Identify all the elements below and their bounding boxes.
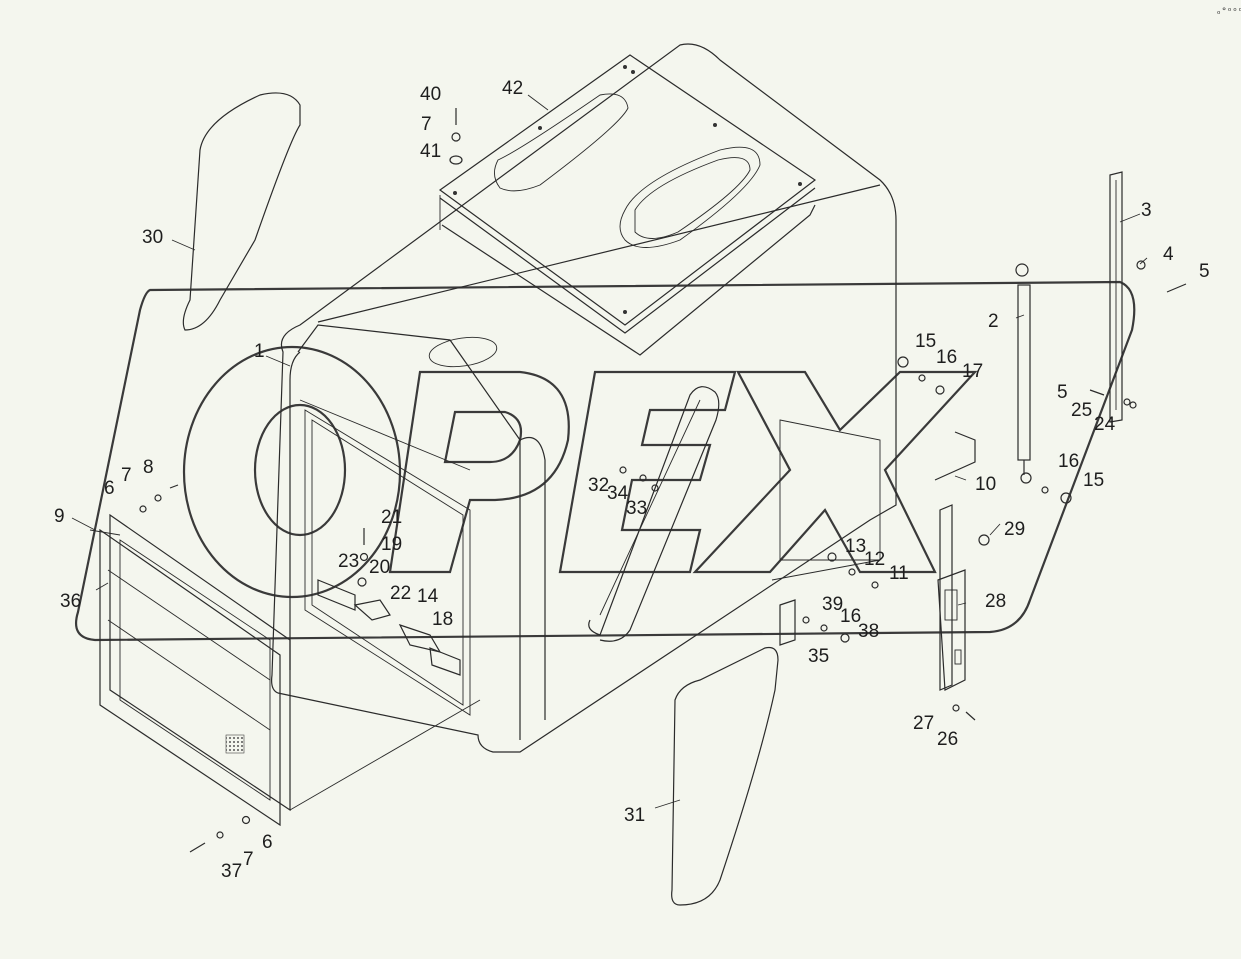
callout-25: 25 (1071, 400, 1092, 421)
callout-5: 5 (1199, 261, 1210, 282)
door-latch (937, 504, 966, 691)
callout-32: 32 (588, 475, 609, 496)
callout-3: 3 (1141, 200, 1152, 221)
callout-16: 16 (1058, 451, 1079, 472)
callout-8: 8 (143, 457, 154, 478)
strut-cylinder (1017, 284, 1031, 461)
speaker-grille (225, 734, 245, 754)
cab-body (271, 43, 897, 753)
callout-16: 16 (936, 347, 957, 368)
callout-1: 1 (254, 341, 265, 362)
callout-24: 24 (1094, 414, 1116, 435)
fasteners (139, 108, 1187, 853)
callout-41: 41 (420, 141, 441, 162)
leader-lines (71, 94, 1148, 809)
callout-29: 29 (1004, 519, 1025, 540)
callout-9: 9 (54, 506, 65, 527)
callout-12: 12 (864, 549, 885, 570)
callout-40: 40 (420, 84, 441, 105)
roof-panel (438, 54, 817, 356)
callout-15: 15 (1083, 470, 1104, 491)
callout-4: 4 (1163, 244, 1174, 265)
hinge-parts (317, 579, 796, 676)
callout-18: 18 (432, 609, 453, 630)
callout-7: 7 (121, 465, 132, 486)
callout-22: 22 (390, 583, 411, 604)
callout-31: 31 (624, 805, 645, 826)
callout-14: 14 (417, 586, 439, 607)
handle (934, 431, 976, 481)
callout-35: 35 (808, 646, 829, 667)
callout-28: 28 (985, 591, 1006, 612)
callout-19: 19 (381, 534, 402, 555)
gas-strut (1015, 263, 1032, 484)
callout-23: 23 (338, 551, 359, 572)
corner-mark: ₒ°ᵒᵒᵒ (1216, 7, 1241, 17)
callout-7: 7 (243, 849, 254, 870)
callout-33: 33 (626, 498, 647, 519)
callout-15: 15 (915, 331, 936, 352)
callout-5: 5 (1057, 382, 1068, 403)
callout-37: 37 (221, 861, 242, 882)
callout-36: 36 (60, 591, 81, 612)
callout-26: 26 (937, 729, 958, 750)
stay-rod (1109, 171, 1123, 423)
callout-11: 11 (889, 563, 909, 584)
callout-6: 6 (104, 478, 115, 499)
callout-13: 13 (845, 536, 866, 557)
callout-17: 17 (962, 361, 983, 382)
callout-42: 42 (502, 78, 523, 99)
grille-31 (671, 646, 779, 906)
callout-6: 6 (262, 832, 273, 853)
callout-38: 38 (858, 621, 879, 642)
callout-39: 39 (822, 594, 843, 615)
grille-30 (182, 92, 301, 331)
callout-2: 2 (988, 311, 999, 332)
callout-30: 30 (142, 227, 163, 248)
callout-34: 34 (607, 483, 629, 504)
callout-21: 21 (381, 507, 402, 528)
callout-labels: 42 40 7 41 30 1 3 4 5 2 15 16 17 5 25 24… (54, 78, 1210, 882)
callout-20: 20 (369, 557, 390, 578)
callout-10: 10 (975, 474, 996, 495)
door-frame (89, 513, 481, 827)
callout-16: 16 (840, 606, 861, 627)
callout-27: 27 (913, 713, 934, 734)
callout-7: 7 (421, 114, 432, 135)
